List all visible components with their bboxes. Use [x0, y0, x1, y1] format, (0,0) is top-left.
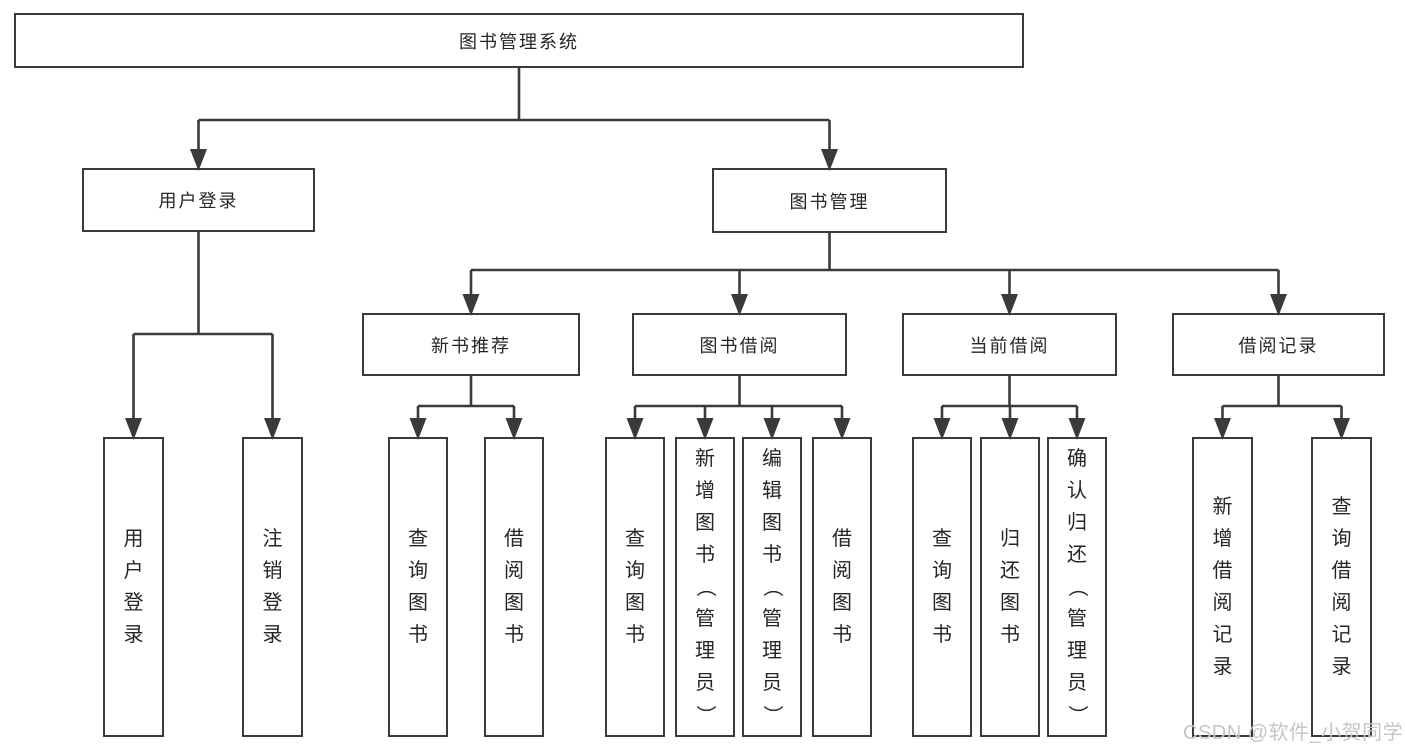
- node-leaf-confirm-return: 确认归还（管理员）: [1047, 437, 1107, 737]
- node-user-login: 用户登录: [82, 168, 315, 232]
- node-leaf-borrow-book-1: 借阅图书: [484, 437, 544, 737]
- node-label: 注销登录: [262, 528, 283, 646]
- node-leaf-user-login: 用户登录: [103, 437, 164, 737]
- node-leaf-query-book-1: 查询图书: [388, 437, 448, 737]
- node-label: 当前借阅: [969, 335, 1050, 356]
- node-book-borrow: 图书借阅: [632, 313, 847, 376]
- node-label: 确认归还（管理员）: [1066, 448, 1088, 725]
- node-leaf-query-borrow-record: 查询借阅记录: [1311, 437, 1372, 737]
- node-label: 图书管理: [789, 191, 870, 212]
- node-new-book-rec: 新书推荐: [362, 313, 580, 376]
- node-label: 借阅图书: [504, 528, 524, 646]
- node-label: 图书借阅: [699, 335, 780, 356]
- node-label: 编辑图书（管理员）: [761, 448, 783, 725]
- node-leaf-return-book: 归还图书: [980, 437, 1040, 737]
- node-leaf-add-book: 新增图书（管理员）: [675, 437, 735, 737]
- node-label: 借阅图书: [832, 528, 852, 646]
- node-leaf-query-book-3: 查询图书: [912, 437, 972, 737]
- node-label: 查询借阅记录: [1331, 496, 1352, 678]
- node-label: 查询图书: [932, 528, 952, 646]
- node-leaf-edit-book: 编辑图书（管理员）: [742, 437, 802, 737]
- node-label: 新书推荐: [431, 335, 511, 356]
- node-label: 借阅记录: [1238, 335, 1319, 356]
- node-label: 归还图书: [1000, 528, 1020, 646]
- node-label: 用户登录: [158, 191, 239, 211]
- node-label: 用户登录: [123, 528, 144, 646]
- node-leaf-query-book-2: 查询图书: [605, 437, 665, 737]
- node-borrow-records: 借阅记录: [1172, 313, 1385, 376]
- node-root: 图书管理系统: [14, 13, 1024, 68]
- node-label: 图书管理系统: [459, 31, 579, 52]
- node-current-borrow: 当前借阅: [902, 313, 1117, 376]
- node-book-mgmt: 图书管理: [712, 168, 947, 233]
- watermark: CSDN @软件_小贺同学: [1183, 722, 1404, 744]
- node-label: 查询图书: [625, 528, 645, 646]
- node-leaf-add-borrow-record: 新增借阅记录: [1192, 437, 1253, 737]
- node-label: 新增图书（管理员）: [694, 448, 716, 725]
- node-leaf-logout: 注销登录: [242, 437, 303, 737]
- node-leaf-borrow-book-2: 借阅图书: [812, 437, 872, 737]
- node-label: 新增借阅记录: [1212, 496, 1233, 678]
- node-label: 查询图书: [408, 528, 428, 646]
